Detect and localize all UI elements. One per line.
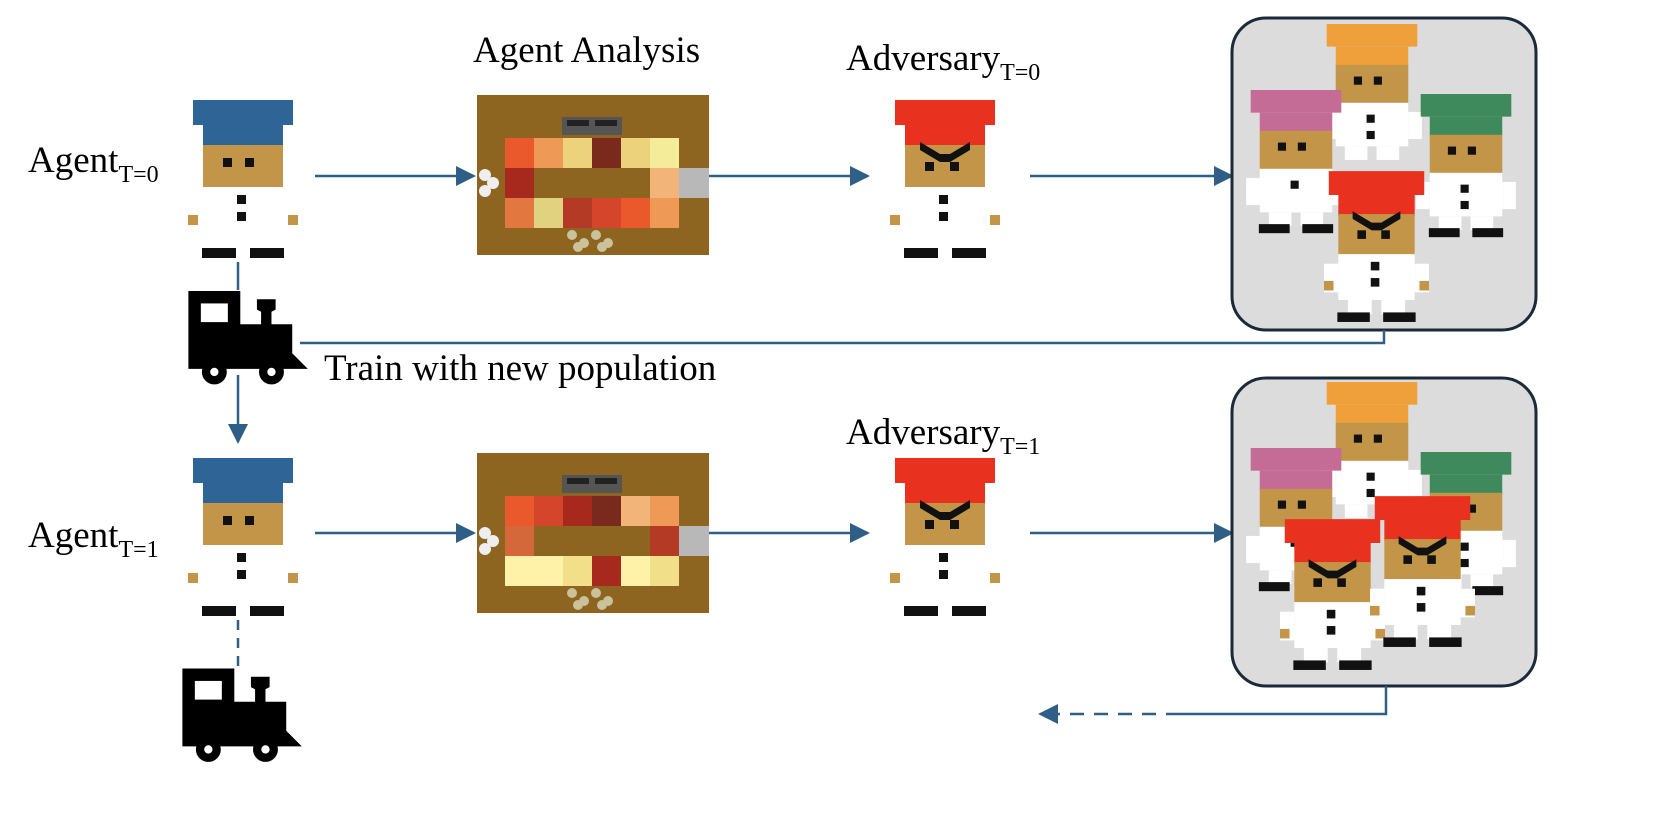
- population-adversary-chef-icon: [1280, 519, 1385, 670]
- agent-t0-label: AgentT=0: [28, 140, 159, 188]
- population-panel-t0: [1230, 16, 1538, 332]
- adversary-t1-icon: [890, 458, 1000, 616]
- adversary-t0-label: AdversaryT=0: [846, 38, 1040, 86]
- train-icon: [182, 668, 302, 762]
- adversary-t1-label: AdversaryT=1: [846, 412, 1040, 460]
- adversary-t0-icon: [890, 100, 1000, 258]
- population-pink-chef-icon: [1246, 90, 1346, 234]
- population-panel-t1: [1230, 376, 1538, 688]
- agent-t1-icon: [188, 458, 298, 616]
- feedback-line-population-to-train: [300, 330, 1386, 345]
- train-icon: [188, 290, 308, 385]
- kitchen-map-t1: [477, 453, 709, 613]
- population-adversary-chef-icon: [1324, 171, 1429, 322]
- agent-t0-icon: [188, 100, 298, 258]
- population-adversary-chef-icon: [1370, 496, 1475, 647]
- agent-t1-label: AgentT=1: [28, 515, 159, 563]
- train-caption: Train with new population: [324, 348, 716, 389]
- kitchen-map-t0: [477, 95, 709, 255]
- population-green-chef-icon: [1416, 94, 1516, 238]
- agent-analysis-title: Agent Analysis: [473, 30, 700, 71]
- feedback-line-population-t1: [1180, 686, 1388, 716]
